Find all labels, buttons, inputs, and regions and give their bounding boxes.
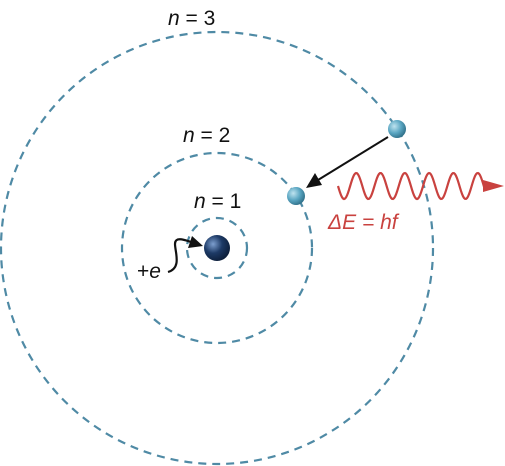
electron-final — [287, 187, 305, 205]
charge-pointer-line — [167, 238, 192, 274]
orbit-label-n1: n = 1 — [194, 190, 241, 213]
photon-energy-label: ΔE = hf — [327, 211, 400, 234]
charge-pointer-arrowhead — [188, 236, 203, 248]
orbit-n2 — [120, 151, 314, 345]
photon-wave — [336, 171, 486, 201]
nucleus — [204, 235, 230, 261]
orbit-n3 — [0, 30, 435, 466]
photon-arrowhead — [483, 180, 504, 192]
orbit-label-n3: n = 3 — [168, 7, 215, 30]
electron-initial — [388, 120, 406, 138]
orbit-n1 — [185, 216, 249, 280]
orbit-label-n2: n = 2 — [183, 124, 230, 147]
transition-arrowhead — [306, 173, 322, 188]
nucleus-charge-label: +e — [137, 260, 161, 283]
transition-arrow-line — [317, 136, 389, 181]
